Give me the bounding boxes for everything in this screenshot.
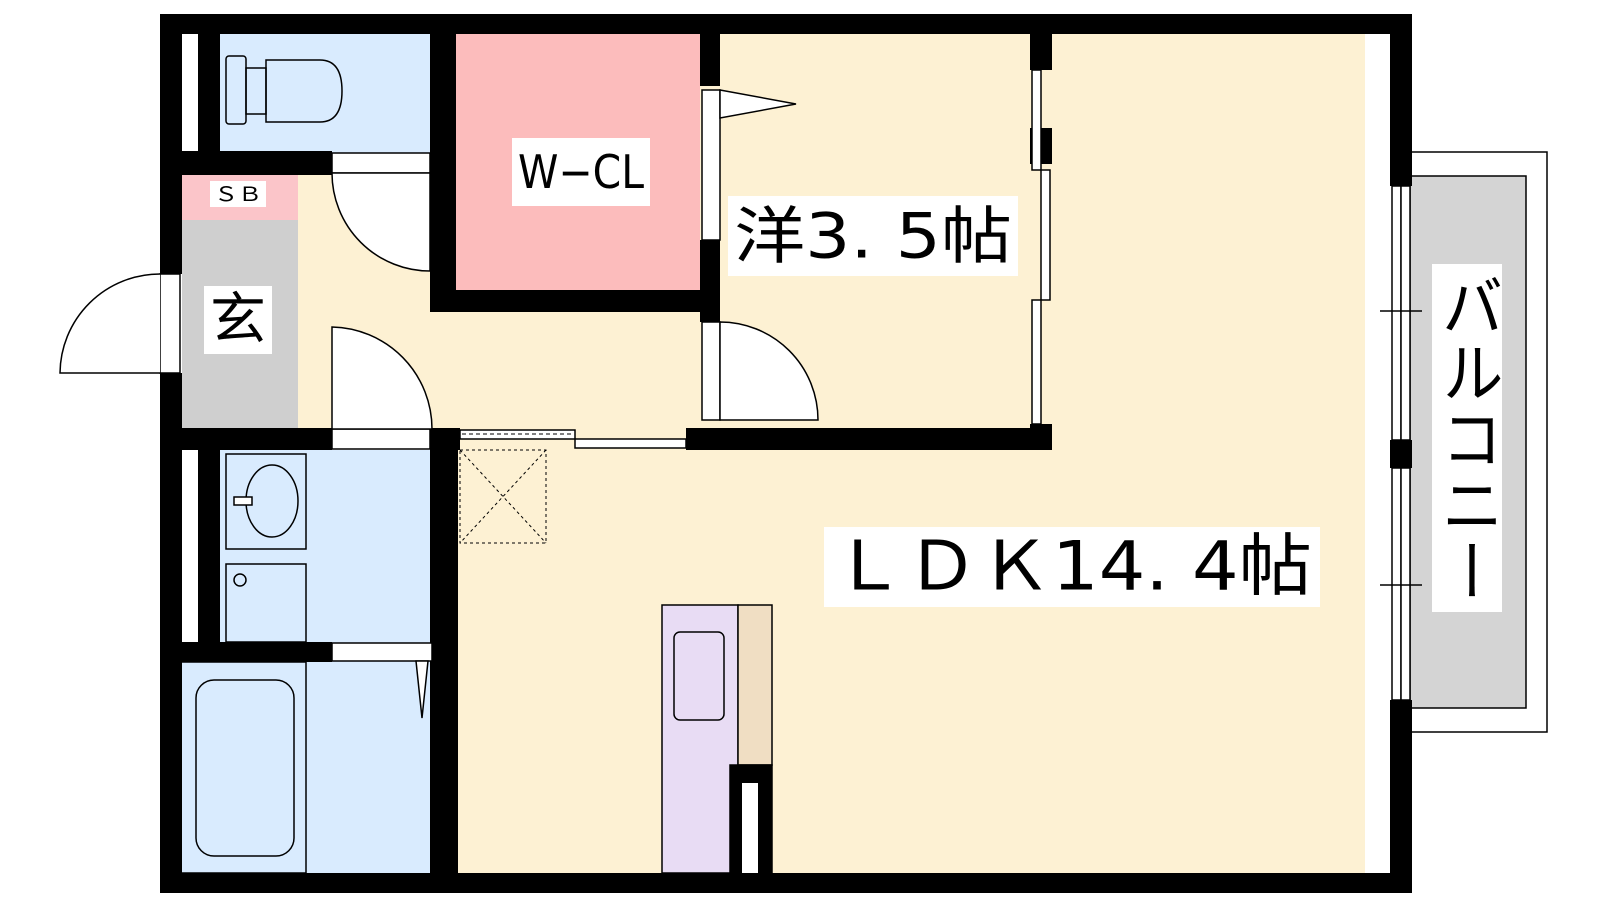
outer-wall-right-bottom [1390,700,1412,893]
toilet-fixture [225,55,343,125]
ldk-label-bg [824,527,1320,607]
balcony-label: バルコニー [1431,272,1504,604]
western-room-label: 洋3. 5帖 [734,200,1012,273]
wall-western-bottom [700,428,1052,450]
entrance-label: 玄 [210,288,266,353]
outer-wall-top [160,14,1412,34]
balcony-label-bg [1432,264,1502,612]
toilet-window [182,36,198,151]
wash-basin [225,453,307,550]
washroom-door [331,326,433,450]
wall-entrance-bottom [180,428,332,450]
walk-in-closet-label-bg [512,138,650,206]
hall-sliding-door [459,429,687,449]
western-room-label-bg [728,196,1018,276]
western-room-door [701,321,819,421]
wall-toilet-bottom [180,151,332,175]
bath-door [331,642,433,719]
ldk-label: ＬＤＫ14. 4帖 [832,528,1312,607]
entrance-label-bg [204,286,272,354]
wall-toilet-closet [430,34,456,312]
outer-wall-left-top [160,14,182,274]
wall-wash-ldk [430,428,458,893]
balcony-window [1380,185,1422,701]
outer-wall-bottom [160,873,1412,893]
closet-door [701,89,797,241]
outer-wall-right-mid [1390,440,1412,468]
wall-wash-bath [180,642,332,662]
wall-closet-right [700,34,720,86]
storage-hatch [459,449,547,544]
entrance-door [59,273,181,374]
washroom-floor [218,450,438,650]
outer-wall-left-bottom [160,373,182,893]
shoe-box-label-bg [210,181,266,207]
wash-window [182,452,198,642]
western-sliding-door [1031,69,1051,425]
bathroom-floor [180,655,438,873]
shoe-box-label: ＳＢ [214,182,262,206]
washing-machine-space [225,563,307,643]
bathtub [179,661,307,874]
wall-closet-bottom [430,290,720,312]
walk-in-closet-label: W−CL [518,145,644,199]
outer-wall-right-top [1390,14,1412,186]
kitchen-unit [661,604,773,874]
wall-western-right [1030,34,1052,70]
toilet-floor [218,32,438,157]
toilet-door [331,152,431,272]
